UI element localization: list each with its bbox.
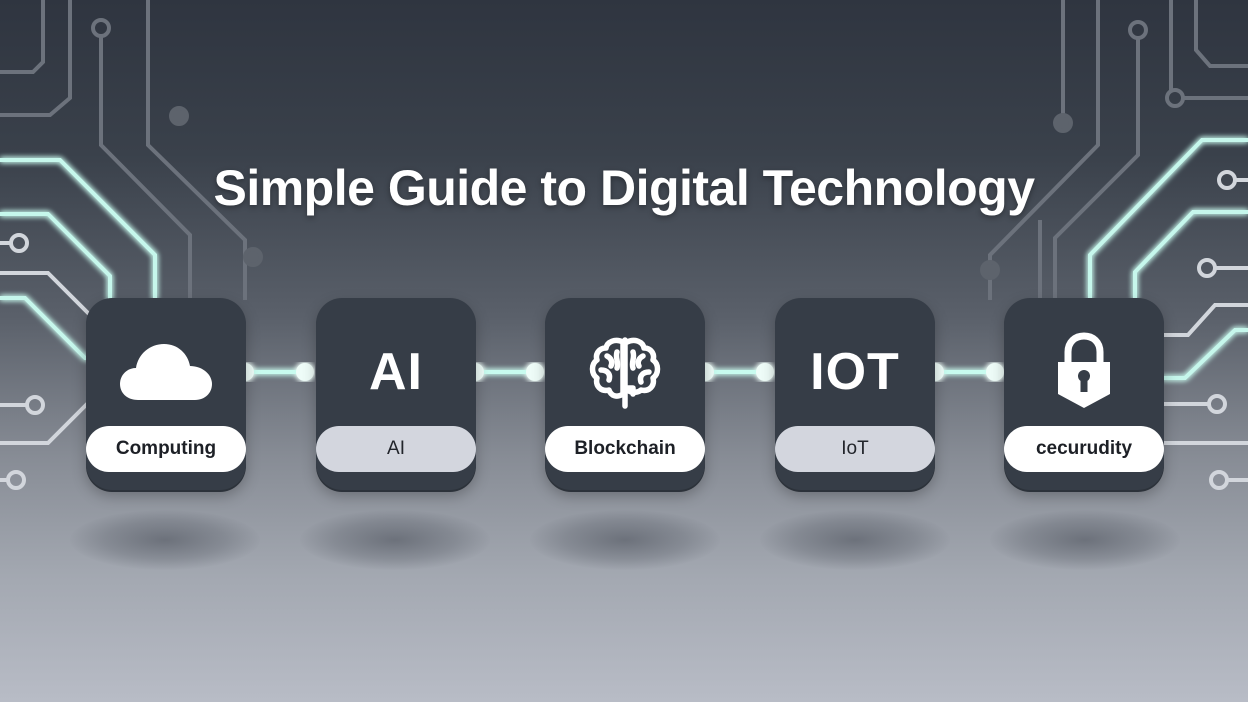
right-glow-traces [1088,138,1248,380]
card-label: cecurudity [1004,426,1164,472]
ai-text-icon: AI [369,343,423,401]
connector-line [926,363,1004,381]
left-dim-traces [0,0,263,300]
card-ai[interactable]: AI AI [316,298,476,490]
card-shadow [70,510,260,570]
card-label: IoT [775,426,935,472]
card-shadow [760,510,950,570]
card-shadow [990,510,1180,570]
card-iot[interactable]: IOT IoT [775,298,935,490]
connector-line [466,363,544,381]
left-light-traces [0,233,94,490]
card-shadow [300,510,490,570]
cloud-icon [86,326,246,418]
card-label: Blockchain [545,426,705,472]
card-security[interactable]: cecurudity [1004,298,1164,490]
card-shadow [530,510,720,570]
page-title: Simple Guide to Digital Technology [213,159,1035,216]
card-computing[interactable]: Computing [86,298,246,490]
padlock-shield-icon [1004,326,1164,418]
card-label: Computing [86,426,246,472]
iot-text-icon: IOT [810,343,900,401]
card-label: AI [316,426,476,472]
connector-line [696,363,774,381]
connector-line [236,363,314,381]
right-light-traces [1162,170,1248,490]
right-dim-traces [980,0,1248,300]
card-blockchain[interactable]: Blockchain [545,298,705,490]
brain-icon [545,326,705,418]
